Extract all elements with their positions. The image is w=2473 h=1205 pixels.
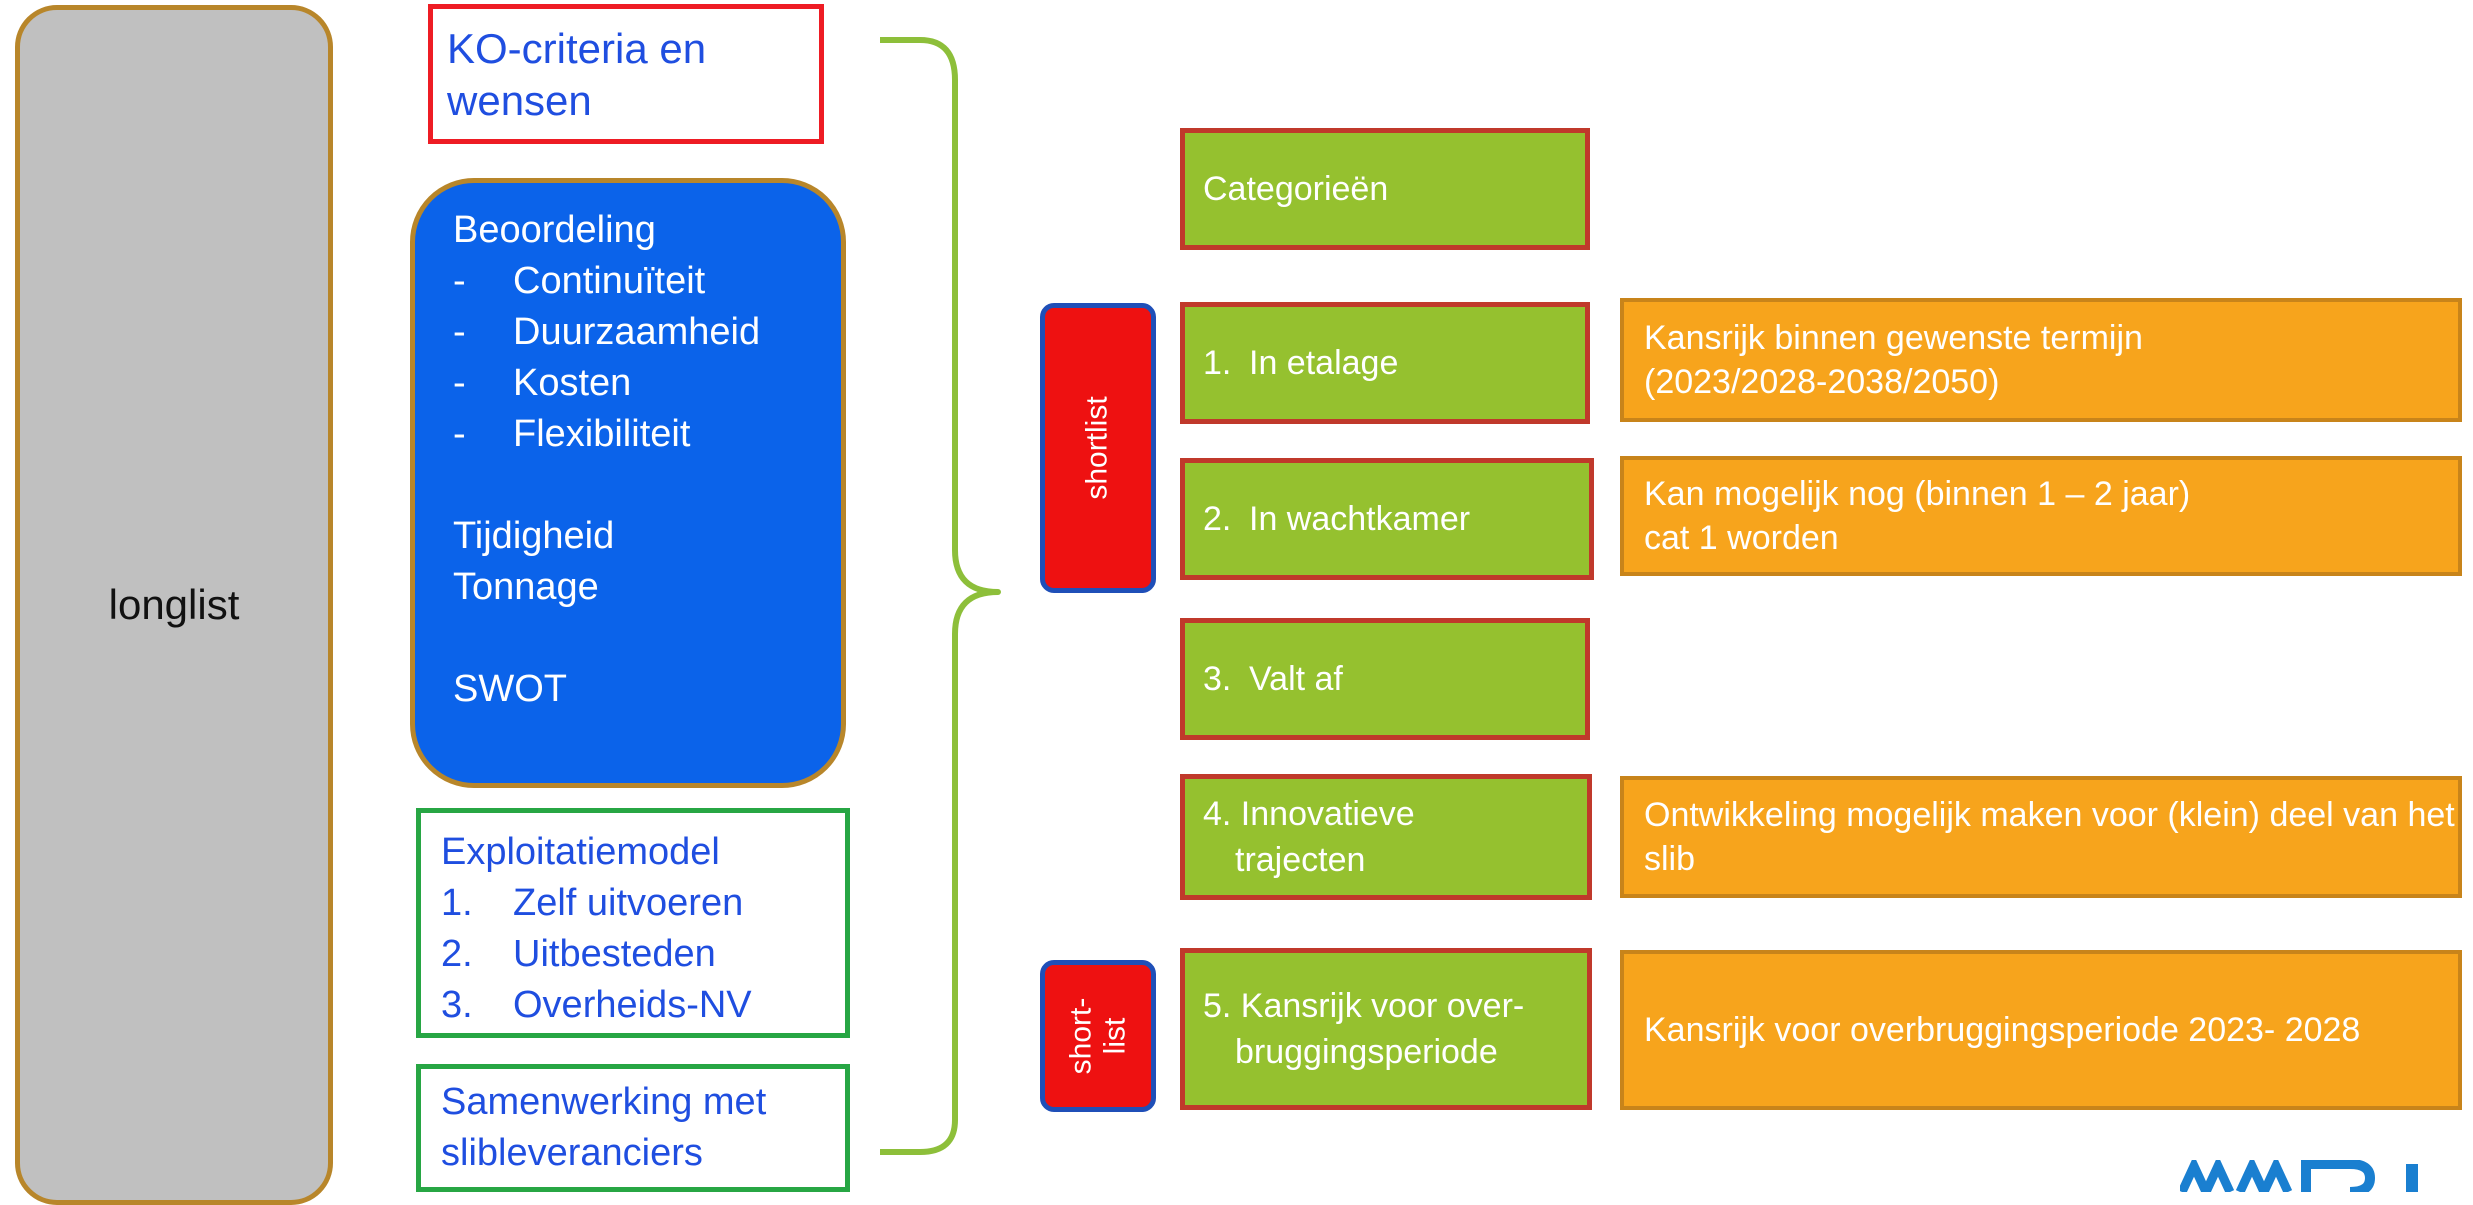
category-number: 1.: [1203, 344, 1232, 382]
brand-logo-icon: [2180, 1160, 2418, 1192]
description-line: cat 1 worden: [1644, 519, 1839, 557]
shortlist-tag-short: short- list: [1040, 960, 1156, 1112]
category-label-line: 4. Innovatieve: [1203, 795, 1415, 833]
description-cat-2: Kan mogelijk nog (binnen 1 – 2 jaar) cat…: [1620, 456, 2462, 576]
description-line: Kansrijk voor overbruggingsperiode 2023-…: [1644, 1011, 2361, 1049]
description-line: Ontwikkeling mogelijk maken voor (klein)…: [1644, 796, 2455, 834]
category-label: In wachtkamer: [1249, 500, 1471, 538]
category-1: 1. In etalage: [1180, 302, 1590, 424]
cooperation-line-2: slibleveranciers: [441, 1132, 703, 1174]
assessment-item-label: Kosten: [513, 362, 632, 404]
shortlist-tag-text: list: [1098, 1017, 1131, 1055]
description-cat-1: Kansrijk binnen gewenste termijn (2023/2…: [1620, 298, 2462, 422]
description-line: Kan mogelijk nog (binnen 1 – 2 jaar): [1644, 475, 2191, 513]
ko-criteria-box: KO-criteria en wensen: [428, 4, 824, 144]
assessment-item: -Kosten: [453, 362, 632, 404]
assessment-extra: Tijdigheid: [453, 515, 615, 557]
category-4: 4. Innovatieve trajecten: [1180, 774, 1592, 900]
assessment-item-label: Flexibiliteit: [513, 413, 691, 455]
categories-header-label: Categorieën: [1203, 170, 1389, 208]
exploitation-model-box: Exploitatiemodel 1. Zelf uitvoeren 2. Uitb…: [416, 808, 850, 1038]
category-number: 2.: [1203, 500, 1232, 538]
ko-criteria-line-1: KO-criteria en: [447, 25, 707, 72]
curly-bracket: [880, 37, 1001, 1155]
assessment-title: Beoordeling: [453, 209, 656, 251]
longlist-box: longlist: [15, 5, 333, 1205]
exploitation-model-item: 2. Uitbesteden: [441, 929, 845, 980]
item-label: Uitbesteden: [513, 933, 716, 975]
shortlist-tag: shortlist: [1040, 303, 1156, 593]
description-cat-5: Kansrijk voor overbruggingsperiode 2023-…: [1620, 950, 2462, 1110]
categories-header: Categorieën: [1180, 128, 1590, 250]
description-cat-4: Ontwikkeling mogelijk maken voor (klein)…: [1620, 776, 2462, 898]
shortlist-tag-label: shortlist: [1081, 396, 1115, 499]
description-line: slib: [1644, 840, 1696, 878]
assessment-swot: SWOT: [453, 668, 567, 710]
category-label: Valt af: [1249, 660, 1343, 698]
exploitation-model-title: Exploitatiemodel: [441, 831, 720, 873]
cooperation-box: Samenwerking met slibleveranciers: [416, 1064, 850, 1192]
category-3: 3. Valt af: [1180, 618, 1590, 740]
assessment-item: -Continuïteit: [453, 260, 706, 302]
assessment-item: -Flexibiliteit: [453, 413, 691, 455]
description-line: Kansrijk binnen gewenste termijn: [1644, 319, 2143, 357]
ko-criteria-line-2: wensen: [447, 77, 592, 124]
category-label-line: 5. Kansrijk voor over-: [1203, 987, 1525, 1025]
item-label: Overheids-NV: [513, 984, 752, 1026]
item-label: Zelf uitvoeren: [513, 882, 744, 924]
longlist-label: longlist: [108, 581, 240, 628]
shortlist-tag-text: shortlist: [1080, 396, 1114, 500]
assessment-item-label: Continuïteit: [513, 260, 706, 302]
item-number: 2.: [441, 933, 473, 975]
category-number: 3.: [1203, 660, 1232, 698]
category-5: 5. Kansrijk voor over- bruggingsperiode: [1180, 948, 1592, 1110]
category-2: 2. In wachtkamer: [1180, 458, 1594, 580]
shortlist-tag-label: short- list: [1064, 998, 1132, 1075]
cooperation-line-1: Samenwerking met: [441, 1081, 767, 1123]
item-number: 1.: [441, 882, 473, 924]
assessment-item-label: Duurzaamheid: [513, 311, 761, 353]
assessment-box: Beoordeling -Continuïteit -Duurzaamheid …: [410, 178, 846, 788]
shortlist-tag-text: short-: [1064, 997, 1097, 1075]
category-label-line: trajecten: [1235, 841, 1366, 879]
assessment-item: -Duurzaamheid: [453, 311, 761, 353]
category-label: In etalage: [1249, 344, 1399, 382]
item-number: 3.: [441, 984, 473, 1026]
exploitation-model-item: 3. Overheids-NV: [441, 980, 845, 1031]
assessment-extra: Tonnage: [453, 566, 599, 608]
category-label-line: bruggingsperiode: [1235, 1033, 1498, 1071]
exploitation-model-item: 1. Zelf uitvoeren: [441, 878, 845, 929]
description-line: (2023/2028-2038/2050): [1644, 363, 2000, 401]
